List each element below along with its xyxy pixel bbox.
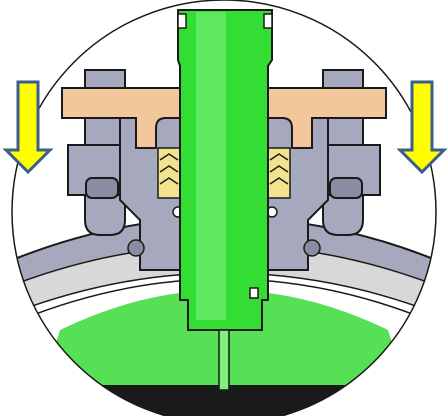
- left-bolt: [127, 239, 145, 257]
- right-down-arrow: [396, 80, 448, 175]
- left-down-arrow: [2, 80, 54, 175]
- left-flange: [61, 87, 181, 149]
- arrow-down-icon: [396, 80, 448, 175]
- detail-circle-content: [12, 9, 436, 416]
- stem-top-notch-left: [177, 13, 187, 29]
- left-seal-packing: [157, 147, 181, 199]
- right-bolt: [303, 239, 321, 257]
- drain-tube: [218, 329, 230, 391]
- stem-top-notch-right: [263, 13, 273, 29]
- right-seal-packing: [267, 147, 291, 199]
- right-flange: [267, 87, 387, 149]
- stem-highlight: [196, 12, 226, 320]
- vessel-bottom-dark: [80, 385, 368, 416]
- stem-keyway: [249, 287, 259, 299]
- detail-circle-outline: [11, 0, 437, 416]
- arrow-down-icon: [2, 80, 54, 175]
